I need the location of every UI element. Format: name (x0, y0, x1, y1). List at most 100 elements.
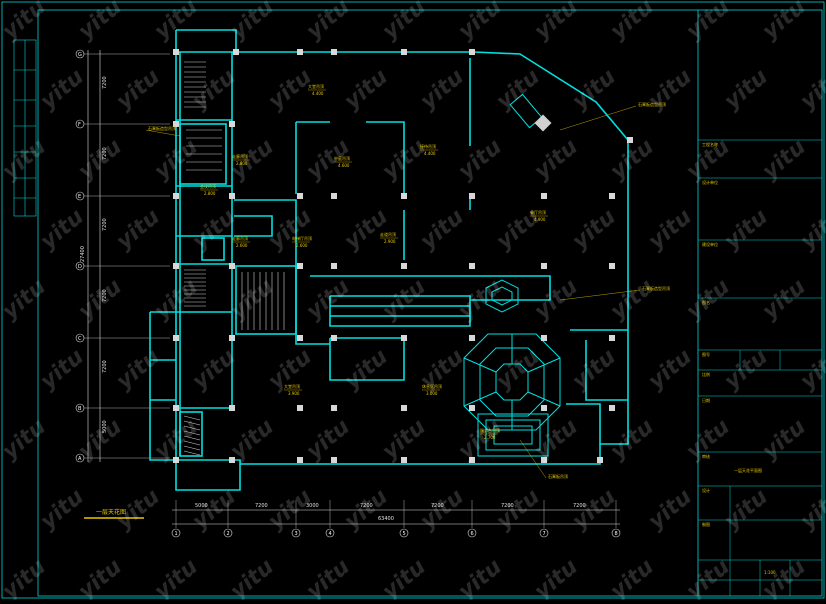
watermark-text: yitu (0, 275, 51, 325)
drawing-title: 一层天花图 (96, 508, 126, 516)
watermark-text: yitu (682, 135, 735, 185)
watermark-text: yitu (112, 485, 165, 535)
column (541, 405, 547, 411)
grid-bubble (291, 528, 301, 538)
column (401, 457, 407, 463)
left-overall-dimension: 27400 (80, 246, 86, 262)
room-label-name: 电梯厅吊顶 (292, 235, 312, 241)
watermark-text: yitu (302, 415, 355, 465)
grid-bubble-label: C (78, 336, 82, 342)
column (331, 263, 337, 269)
watermark-text: yitu (264, 205, 317, 255)
watermark-text: yitu (416, 205, 469, 255)
column (609, 335, 615, 341)
bottom-dimension-text: 3000 (306, 503, 319, 509)
left-dimension-text: 7200 (102, 289, 108, 302)
grid-bubble (223, 528, 233, 538)
column (541, 193, 547, 199)
grid-bubble (75, 333, 85, 343)
watermark-text: yitu (378, 275, 431, 325)
watermark-text: yitu (226, 275, 279, 325)
room-label-name: 走道吊顶 (380, 231, 396, 237)
watermark-text: yitu (796, 205, 826, 255)
grid-bubble (539, 528, 549, 538)
title-block-row-label: 制图 (702, 521, 710, 527)
watermark-text: yitu (454, 0, 507, 45)
watermark-text: yitu (606, 275, 659, 325)
watermark-text: yitu (720, 65, 773, 115)
watermark-text: yitu (720, 485, 773, 535)
column (173, 49, 179, 55)
room-label-elevation: 2.600 (296, 243, 308, 248)
watermark-text: yitu (416, 65, 469, 115)
column (627, 137, 633, 143)
title-block-row-label: 图名 (702, 299, 710, 305)
watermark-text: yitu (36, 345, 89, 395)
watermark-text: yitu (302, 275, 355, 325)
room-labels: 大堂吊顶4.400中庭吊顶4.600走廊吊顶2.800会议吊顶2.800接待吊顶… (200, 83, 548, 440)
room-label-elevation: 4.900 (534, 217, 546, 222)
bottom-dimension-text: 7200 (501, 503, 514, 509)
callout-text: 石膏板造型吊顶 (642, 285, 670, 291)
watermark-text: yitu (530, 275, 583, 325)
title-block-row-label: 日期 (702, 397, 710, 403)
grid-bubble-label: 4 (329, 531, 332, 537)
grid-bubble-label: 8 (615, 531, 618, 537)
watermark-text: yitu (378, 555, 431, 600)
watermark-text: yitu (226, 135, 279, 185)
column (229, 405, 235, 411)
column (331, 193, 337, 199)
watermark-text: yitu (568, 345, 621, 395)
column (173, 193, 179, 199)
grid-bubble (467, 528, 477, 538)
column (469, 193, 475, 199)
room-label-name: 大堂吊顶 (284, 383, 300, 389)
watermark-text: yitu (606, 415, 659, 465)
column (469, 457, 475, 463)
grid-bubble (611, 528, 621, 538)
structural-columns (173, 49, 633, 463)
column (401, 263, 407, 269)
column (297, 405, 303, 411)
watermark-text: yitu (492, 65, 545, 115)
column (609, 263, 615, 269)
column (229, 121, 235, 127)
column (609, 193, 615, 199)
watermark-text: yitu (188, 485, 241, 535)
watermark-text: yitu (758, 275, 811, 325)
watermark-text: yitu (302, 555, 355, 600)
room-label-elevation: 4.400 (424, 151, 436, 156)
watermark-text: yitu (530, 555, 583, 600)
watermark-text: yitu (340, 345, 393, 395)
watermark-text: yitu (454, 555, 507, 600)
column (297, 263, 303, 269)
column (541, 457, 547, 463)
grid-bubble-label: 3 (295, 531, 298, 537)
grid-bubble (75, 119, 85, 129)
watermark-text: yitu (74, 0, 127, 45)
left-margin-table (13, 39, 37, 217)
bottom-dimension-text: 7200 (255, 503, 268, 509)
callout-text: 石膏板造型吊顶 (148, 125, 176, 131)
watermark-text: yitu (150, 555, 203, 600)
watermark-text: yitu (492, 485, 545, 535)
watermark-text: yitu (606, 135, 659, 185)
watermark-text: yitu (226, 555, 279, 600)
room-label-name: 接待吊顶 (420, 143, 436, 149)
grid-bubble-label: 2 (227, 531, 230, 537)
column (469, 49, 475, 55)
column (297, 335, 303, 341)
title-block (698, 139, 822, 596)
title-block-row-label: 设计单位 (702, 179, 718, 185)
watermark-text: yitu (36, 485, 89, 535)
room-label-name: 走廊吊顶 (232, 235, 248, 241)
overall-dimension: 63400 (378, 516, 394, 522)
watermark-text: yitu (530, 415, 583, 465)
watermark-text: yitu (378, 0, 431, 45)
title-block-scale: 1:100 (764, 570, 776, 575)
bottom-dimension-text: 7200 (360, 503, 373, 509)
watermark-text: yitu (758, 555, 811, 600)
callout-text: 石膏板吊顶 (548, 473, 568, 479)
